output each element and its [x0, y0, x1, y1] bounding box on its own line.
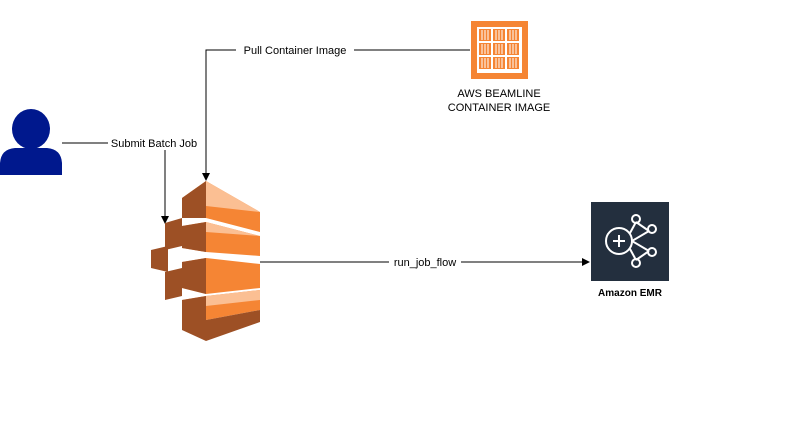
- aws-batch-icon: [151, 181, 260, 341]
- edge-pull-label: Pull Container Image: [244, 45, 347, 57]
- edge-run-job-flow: run_job_flow: [260, 255, 590, 269]
- emr-label: Amazon EMR: [598, 288, 663, 299]
- container-image-label-line1: AWS BEAMLINE: [457, 88, 540, 100]
- edge-run-label: run_job_flow: [394, 257, 456, 269]
- edge-submit-label: Submit Batch Job: [111, 138, 197, 150]
- user-icon: [0, 109, 62, 175]
- container-image-label-line2: CONTAINER IMAGE: [448, 102, 550, 114]
- container-image-icon: [471, 21, 528, 79]
- edge-pull-container-image: Pull Container Image: [202, 43, 470, 181]
- edge-submit-batch-job: Submit Batch Job: [62, 136, 198, 224]
- amazon-emr-icon: [591, 202, 669, 281]
